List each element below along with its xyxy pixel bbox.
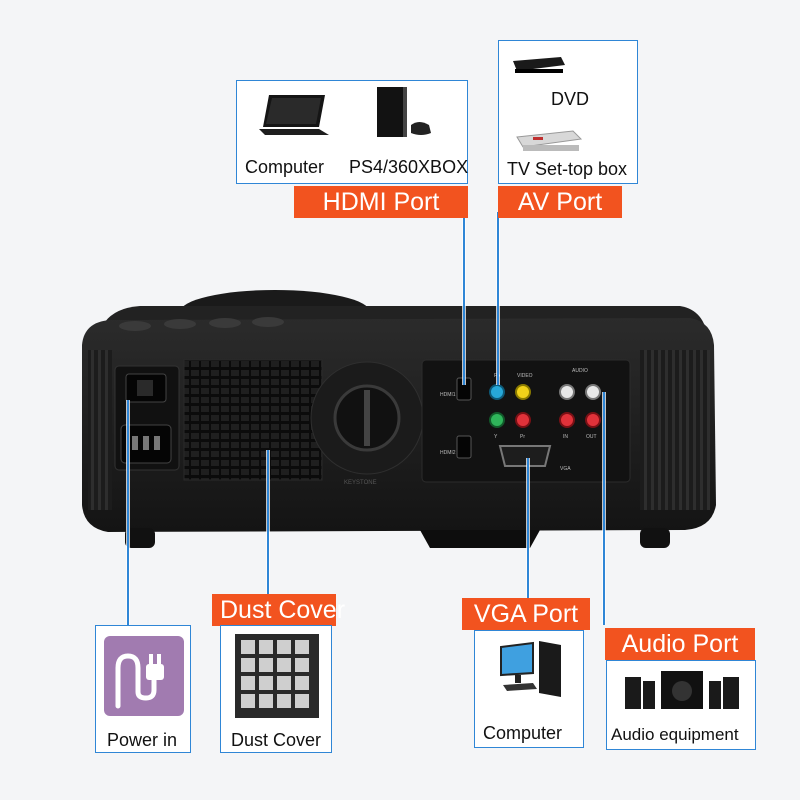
power-in-card: Power in — [95, 625, 191, 753]
vga-port-tag: VGA Port — [462, 598, 590, 630]
keystone-label: KEYSTONE — [344, 480, 377, 486]
dust-cover-label: Dust Cover — [231, 730, 322, 750]
dust-filter-icon — [235, 634, 319, 718]
hdmi2-label: HDMI2 — [440, 450, 456, 456]
audio-equipment-label: Audio equipment — [611, 725, 739, 744]
laptop-icon — [259, 95, 329, 135]
dust-cover-card: Dust Cover — [220, 625, 332, 753]
av-port-tag: AV Port — [498, 186, 622, 218]
rca-pr — [515, 412, 531, 428]
av-device-dvd-label: DVD — [551, 89, 590, 109]
audio-port-tag: Audio Port — [605, 628, 755, 660]
vga-computer-label: Computer — [483, 723, 563, 743]
dust-cover-tag: Dust Cover — [212, 594, 345, 626]
foot-right — [640, 528, 670, 548]
hdmi2-port — [456, 435, 472, 459]
foot-left — [125, 528, 155, 548]
dvd-player-icon — [513, 57, 565, 73]
set-top-box-icon — [516, 130, 583, 151]
hdmi-device-computer-label: Computer — [245, 157, 325, 177]
rca-audio-in-l — [559, 384, 575, 400]
hdmi1-label: HDMI1 — [440, 392, 456, 398]
vga-label: VGA — [560, 466, 571, 472]
rca-video — [515, 384, 531, 400]
game-console-icon — [377, 87, 431, 137]
side-vent-left — [88, 350, 112, 510]
audio-label: AUDIO — [572, 368, 588, 374]
side-vent-right — [640, 350, 710, 510]
dust-cover-grill — [183, 359, 323, 481]
in-label: IN — [563, 434, 568, 440]
desktop-computer-icon — [500, 641, 561, 697]
power-in-label: Power in — [107, 730, 178, 750]
av-devices-card: DVD TV Set-top box — [498, 40, 638, 184]
pr-label: Pr — [520, 434, 525, 440]
av-device-settop-label: TV Set-top box — [507, 159, 628, 179]
video-label: VIDEO — [517, 373, 533, 379]
audio-equipment-card: Audio equipment — [606, 660, 756, 750]
hdmi-device-console-label: PS4/360XBOX — [349, 157, 469, 177]
speakers-icon — [625, 671, 739, 709]
vga-port — [498, 445, 552, 467]
rca-y — [489, 412, 505, 428]
y-label: Y — [494, 434, 498, 440]
power-plug-icon — [104, 636, 184, 716]
rca-audio-out-l — [585, 384, 601, 400]
out-label: OUT — [586, 434, 597, 440]
rca-audio-out-r — [585, 412, 601, 428]
hdmi-devices-card: Computer PS4/360XBOX — [236, 80, 468, 184]
vga-computer-card: Computer — [474, 630, 584, 748]
hdmi-port-tag: HDMI Port — [294, 186, 468, 218]
rca-audio-in-r — [559, 412, 575, 428]
